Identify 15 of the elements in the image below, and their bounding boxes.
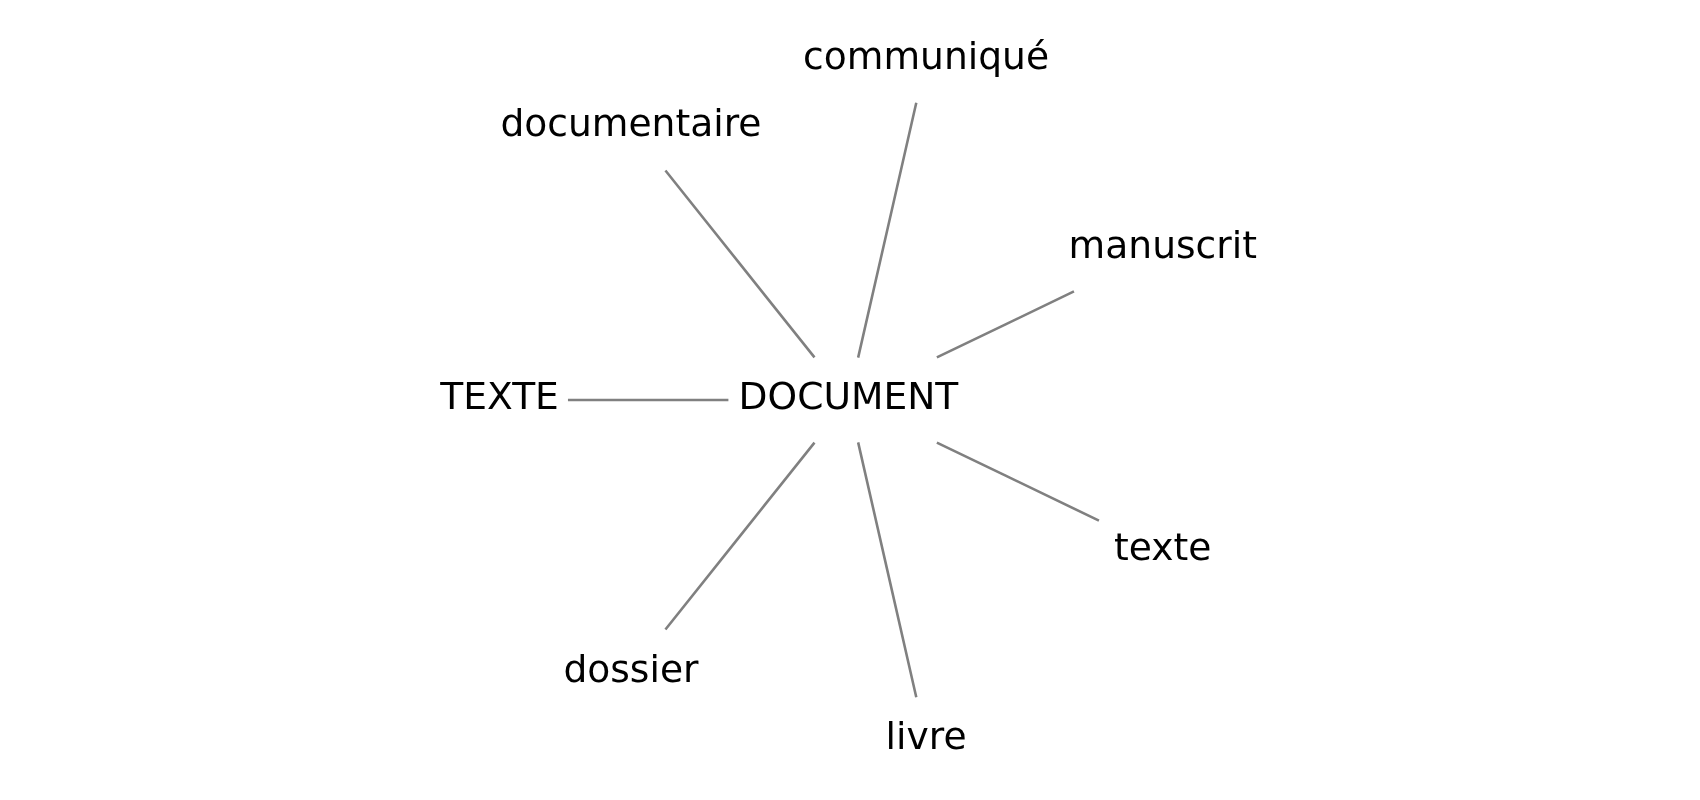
connector <box>936 290 1075 359</box>
node-text: dossier <box>563 646 699 691</box>
node-text: DOCUMENT <box>738 373 959 418</box>
node-text: manuscrit <box>1068 222 1257 267</box>
connector <box>664 169 816 359</box>
node-text: livre <box>885 714 967 759</box>
connector <box>567 398 729 402</box>
node-text: communiqué <box>803 33 1050 78</box>
node-text: texte <box>1114 525 1212 570</box>
connector <box>664 441 816 631</box>
node-text: documentaire <box>500 101 762 146</box>
connector <box>856 102 918 358</box>
node-text: TEXTE <box>440 373 559 418</box>
connector <box>856 442 918 698</box>
connector <box>936 441 1100 522</box>
